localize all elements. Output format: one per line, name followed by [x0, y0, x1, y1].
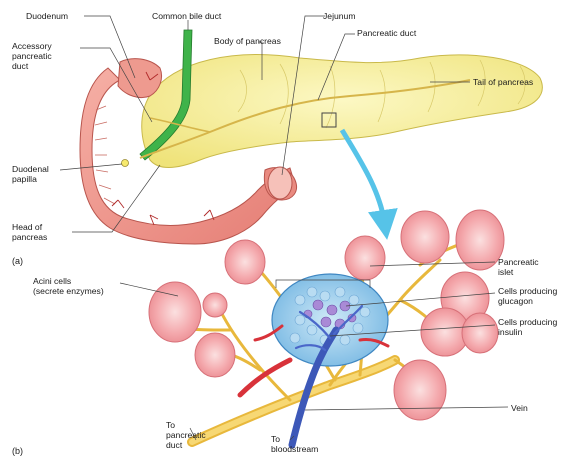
label-islet-1: Pancreatic — [498, 257, 539, 267]
label-acini-2: (secrete enzymes) — [33, 286, 104, 296]
acinus — [456, 210, 504, 270]
acinus — [203, 293, 227, 317]
panel-a-letter: (a) — [12, 256, 23, 266]
label-body-of-pancreas: Body of pancreas — [214, 36, 281, 46]
artery — [240, 360, 290, 395]
panel-b-letter: (b) — [12, 446, 23, 456]
label-islet-2: islet — [498, 267, 513, 277]
acinus — [401, 211, 449, 263]
label-to-duct-2: pancreatic — [166, 430, 206, 440]
magnify-arrow — [342, 130, 385, 225]
label-to-duct-1: To — [166, 420, 175, 430]
label-to-bloodstream-2: bloodstream — [271, 444, 318, 454]
label-head-of-pancreas-1: Head of — [12, 222, 42, 232]
label-duodenal-papilla-1: Duodenal — [12, 164, 49, 174]
label-vein: Vein — [511, 403, 528, 413]
acinus — [394, 360, 446, 420]
label-accessory-duct-1: Accessory — [12, 41, 52, 51]
duodenal-papilla — [122, 160, 129, 167]
duodenum-upper — [118, 59, 162, 98]
label-acini-1: Acini cells — [33, 276, 71, 286]
panel-a — [60, 16, 542, 244]
label-accessory-duct-3: duct — [12, 61, 28, 71]
label-head-of-pancreas-2: pancreas — [12, 232, 47, 242]
acinus — [195, 333, 235, 377]
label-insulin-2: insulin — [498, 327, 522, 337]
pancreas-body — [142, 55, 543, 168]
label-duodenum: Duodenum — [26, 11, 68, 21]
acinus — [345, 236, 385, 280]
label-insulin-1: Cells producing — [498, 317, 557, 327]
acinus — [225, 240, 265, 284]
label-glucagon-1: Cells producing — [498, 286, 557, 296]
label-common-bile-duct: Common bile duct — [152, 11, 221, 21]
label-pancreatic-duct: Pancreatic duct — [357, 28, 416, 38]
label-accessory-duct-2: pancreatic — [12, 51, 52, 61]
label-to-duct-3: duct — [166, 440, 182, 450]
duodenum-folds — [95, 106, 115, 204]
acinus — [462, 313, 498, 353]
label-jejunum: Jejunum — [323, 11, 355, 21]
jejunum-lumen — [268, 167, 292, 199]
label-tail-of-pancreas: Tail of pancreas — [473, 77, 533, 87]
label-duodenal-papilla-2: papilla — [12, 174, 37, 184]
label-to-bloodstream-1: To — [271, 434, 280, 444]
label-glucagon-2: glucagon — [498, 296, 533, 306]
panel-b — [120, 210, 508, 445]
